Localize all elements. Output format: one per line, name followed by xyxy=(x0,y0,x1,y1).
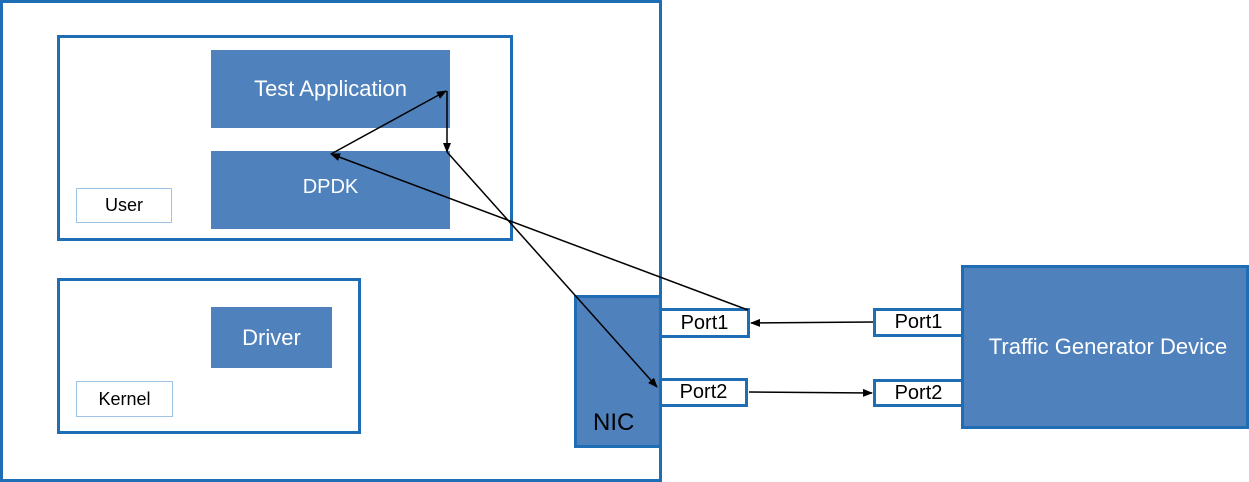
arrow-nic-port2-to-tg-port2 xyxy=(748,388,873,397)
nic-box: NIC xyxy=(574,295,662,448)
dpdk-box: DPDK xyxy=(211,151,450,229)
test-application-box: Test Application xyxy=(211,50,450,128)
nic-port2: Port2 xyxy=(659,378,748,407)
kernel-tag-label: Kernel xyxy=(98,388,151,409)
tg-port1: Port1 xyxy=(873,308,964,337)
traffic-generator-label: Traffic Generator Device xyxy=(988,334,1228,359)
nic-port1: Port1 xyxy=(659,308,750,338)
tg-port2: Port2 xyxy=(873,379,964,407)
arrow-nic-port1-to-dpdk xyxy=(330,153,749,311)
driver-label: Driver xyxy=(242,324,301,350)
traffic-generator-box: Traffic Generator Device xyxy=(961,265,1249,429)
test-application-label: Test Application xyxy=(254,76,407,101)
driver-box: Driver xyxy=(211,307,332,368)
nic-port1-label: Port1 xyxy=(680,311,729,334)
user-tag: User xyxy=(76,188,172,223)
nic-label: NIC xyxy=(593,409,635,436)
dpdk-label: DPDK xyxy=(302,175,359,198)
arrow-tg-port1-to-nic-port1 xyxy=(750,318,874,327)
tg-port1-label: Port1 xyxy=(894,311,943,333)
kernel-tag: Kernel xyxy=(76,381,173,417)
user-tag-label: User xyxy=(104,195,143,215)
tg-port2-label: Port2 xyxy=(894,381,943,404)
nic-port2-label: Port2 xyxy=(679,381,728,403)
arrow-dpdk-to-test-application xyxy=(330,90,447,155)
arrow-dpdk-to-nic-port2 xyxy=(446,151,658,388)
